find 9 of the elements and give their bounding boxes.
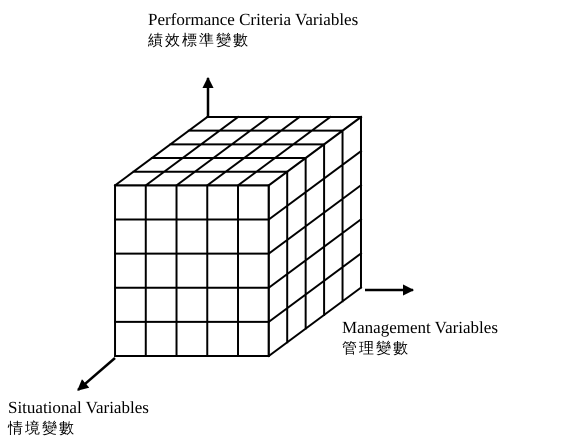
axis-label-chinese: 績效標準變數 (148, 30, 251, 50)
axis-arrow (202, 76, 214, 117)
axis-label-chinese: 管理變數 (342, 338, 411, 358)
axis-label: Management Variables (342, 318, 498, 338)
axis-label-chinese: 情境變數 (8, 418, 77, 438)
axis-label: Situational Variables (8, 398, 149, 418)
axis-arrow (77, 357, 116, 391)
axis-label: Performance Criteria Variables (148, 10, 358, 30)
axis-arrow (365, 284, 414, 296)
